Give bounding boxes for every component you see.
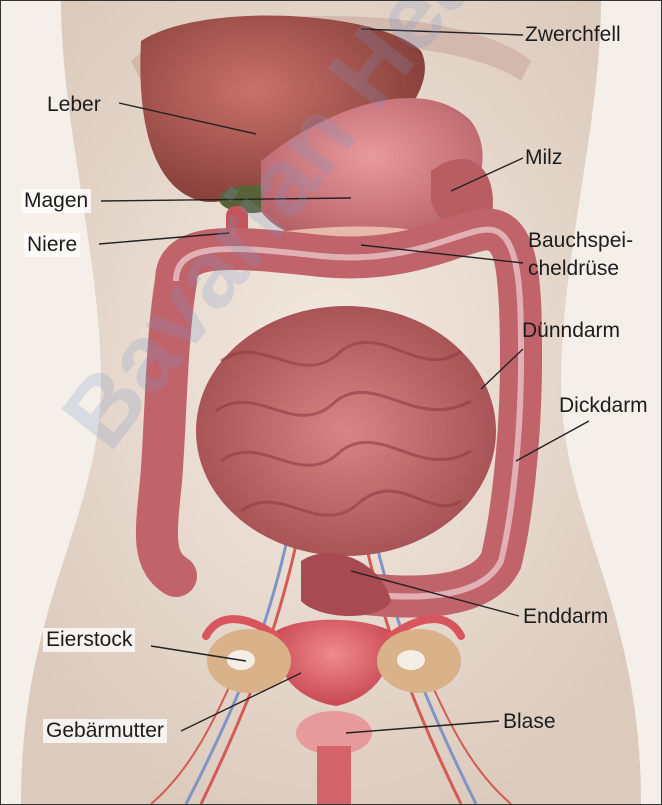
label-zwerchfell: Zwerchfell <box>525 23 621 47</box>
label-bauchspeicheldruese-line2: cheldrüse <box>528 257 619 281</box>
label-eierstock: Eierstock <box>43 628 135 652</box>
label-milz: Milz <box>525 146 562 170</box>
right-ovary <box>397 650 425 670</box>
label-leber: Leber <box>47 93 101 117</box>
label-gebaermutter: Gebärmutter <box>43 719 167 743</box>
label-enddarm: Enddarm <box>523 605 608 629</box>
label-duenndarm: Dünndarm <box>522 319 620 343</box>
label-magen: Magen <box>21 189 91 213</box>
vagina <box>317 746 351 804</box>
label-niere: Niere <box>24 233 80 257</box>
label-blase: Blase <box>503 710 556 734</box>
label-bauchspeicheldruese-line1: Bauchspei- <box>528 229 633 253</box>
label-dickdarm: Dickdarm <box>559 394 648 418</box>
small-intestine <box>196 306 496 556</box>
